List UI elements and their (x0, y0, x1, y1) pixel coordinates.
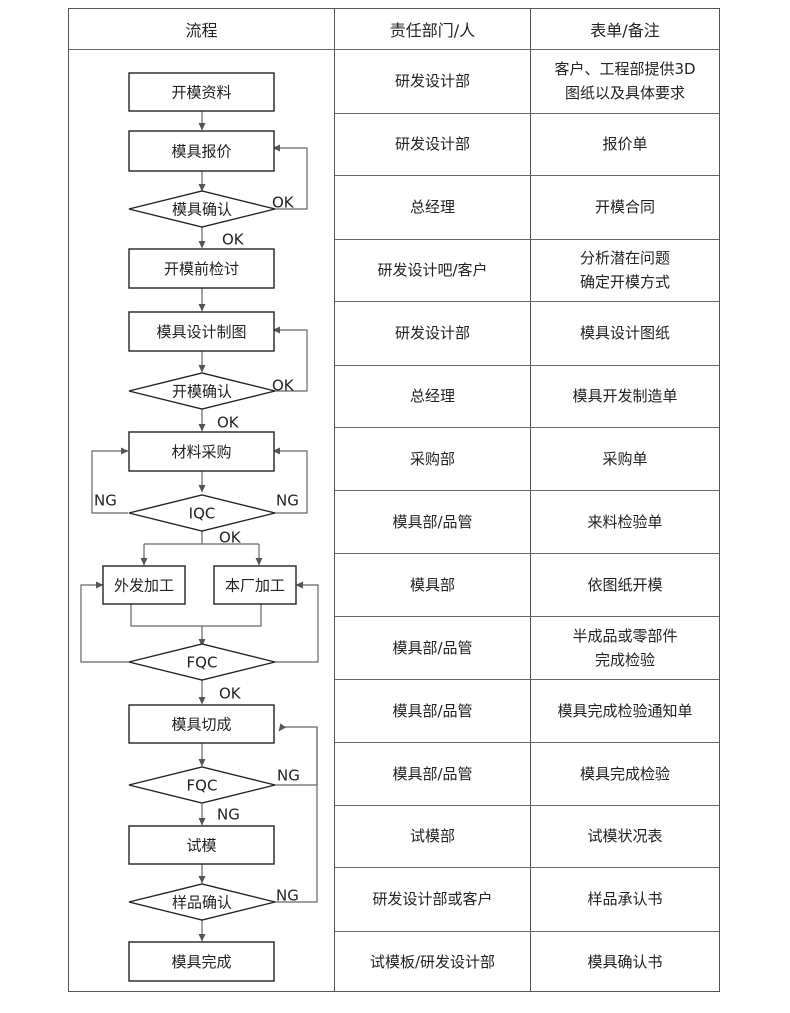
flow-table: 流程 责任部门/人 表单/备注 研发设计部 客户、工程部提供3D 图纸以及具体要求… (68, 8, 720, 992)
row-divider (335, 742, 719, 743)
process-box-label: 模具切成 (171, 716, 231, 734)
header-flow: 流程 (185, 21, 218, 40)
edge-label: OK (219, 685, 242, 703)
process-box-label: 本厂加工 (225, 577, 285, 595)
edge-label: OK (219, 529, 242, 547)
header-divider (69, 49, 719, 50)
decision-diamond: FQC (128, 643, 276, 681)
process-box-label: 开模资料 (171, 84, 231, 102)
process-box: 试模 (128, 825, 275, 865)
form-cell: 模具完成检验通知单 (557, 701, 693, 720)
edge-label: NG (276, 492, 299, 510)
dept-cell: 试模板/研发设计部 (369, 953, 496, 971)
process-box-label: 开模前检讨 (164, 260, 239, 278)
process-box: 材料采购 (128, 431, 275, 472)
decision-label: FQC (187, 777, 218, 795)
column-divider (530, 9, 531, 991)
header-form: 表单/备注 (590, 21, 660, 40)
decision-diamond: FQC (128, 766, 276, 804)
edge-label: OK (217, 414, 240, 432)
form-cell: 半成品或零部件 完成检验 (572, 626, 678, 669)
process-box: 模具完成 (128, 941, 275, 982)
decision-label: FQC (187, 654, 218, 672)
form-cell: 模具完成检验 (579, 764, 670, 783)
form-cell: 依图纸开模 (587, 575, 663, 594)
form-cell: 来料检验单 (587, 512, 663, 531)
process-box-label: 试模 (186, 837, 216, 855)
dept-cell: 模具部/品管 (392, 764, 473, 783)
edge-label: OK (272, 194, 295, 212)
decision-diamond: 开模确认 (128, 372, 276, 410)
edge-label: OK (222, 231, 245, 249)
dept-cell: 研发设计部 (394, 324, 470, 342)
dept-cell: 研发设计部或客户 (372, 890, 493, 908)
decision-diamond: 样品确认 (128, 883, 276, 921)
dept-cell: 模具部/品管 (392, 512, 473, 531)
row-divider (335, 805, 719, 806)
row-divider (335, 679, 719, 680)
dept-cell: 研发设计吧/客户 (377, 261, 488, 279)
row-divider (335, 553, 719, 554)
row-divider (335, 490, 719, 491)
process-box: 本厂加工 (213, 565, 297, 605)
decision-diamond: IQC (128, 494, 276, 532)
flow-labels: OK OK OK OK NG NG OK OK NG NG NG (94, 194, 300, 905)
dept-cell: 研发设计部 (394, 135, 470, 153)
decision-label: 模具确认 (172, 201, 232, 219)
row-divider (335, 239, 719, 240)
decision-label: IQC (189, 505, 216, 523)
form-cell: 采购单 (602, 449, 648, 468)
row-divider (335, 301, 719, 302)
form-cell: 客户、工程部提供3D 图纸以及具体要求 (554, 60, 696, 102)
dept-cell: 模具部 (409, 575, 455, 594)
row-divider (335, 365, 719, 366)
row-divider (335, 616, 719, 617)
dept-cell: 模具部/品管 (392, 638, 473, 657)
decision-label: 样品确认 (172, 894, 232, 912)
process-box: 模具报价 (128, 130, 275, 172)
dept-cell: 研发设计部 (394, 72, 470, 90)
form-cell: 开模合同 (594, 198, 655, 216)
row-divider (335, 175, 719, 176)
form-cell: 报价单 (602, 135, 648, 153)
process-box-label: 模具设计制图 (156, 323, 246, 341)
form-cell: 样品承认书 (587, 890, 663, 908)
dept-cell: 总经理 (409, 387, 455, 405)
process-box-label: 外发加工 (114, 577, 174, 595)
process-box: 模具设计制图 (128, 311, 275, 352)
edge-label: NG (94, 492, 117, 510)
edge-label: OK (272, 377, 295, 395)
form-cell: 模具确认书 (587, 953, 663, 971)
edge-label: NG (217, 806, 240, 824)
form-cell: 模具设计图纸 (579, 324, 670, 342)
column-divider (334, 9, 335, 991)
process-box: 开模资料 (128, 72, 275, 112)
row-divider (335, 427, 719, 428)
process-box-label: 模具完成 (171, 953, 231, 971)
decision-label: 开模确认 (172, 383, 232, 401)
decision-diamond: 模具确认 (128, 190, 276, 228)
form-cell: 模具开发制造单 (572, 387, 678, 405)
edge-label: NG (277, 767, 300, 785)
header-dept: 责任部门/人 (389, 21, 476, 40)
process-box-label: 材料采购 (171, 443, 231, 461)
edge-label: NG (276, 887, 299, 905)
process-box-label: 模具报价 (171, 143, 231, 161)
row-divider (335, 931, 719, 932)
form-cell: 分析潜在问题 确定开模方式 (579, 249, 670, 291)
process-box: 开模前检讨 (128, 248, 275, 289)
dept-cell: 总经理 (409, 198, 455, 216)
process-box: 外发加工 (102, 565, 186, 605)
dept-cell: 采购部 (409, 449, 455, 468)
process-box: 模具切成 (128, 704, 275, 744)
dept-cell: 模具部/品管 (392, 701, 473, 720)
form-cell: 试模状况表 (587, 827, 663, 845)
dept-cell: 试模部 (409, 827, 455, 845)
flow-connectors (80, 111, 319, 942)
row-divider (335, 113, 719, 114)
row-divider (335, 867, 719, 868)
